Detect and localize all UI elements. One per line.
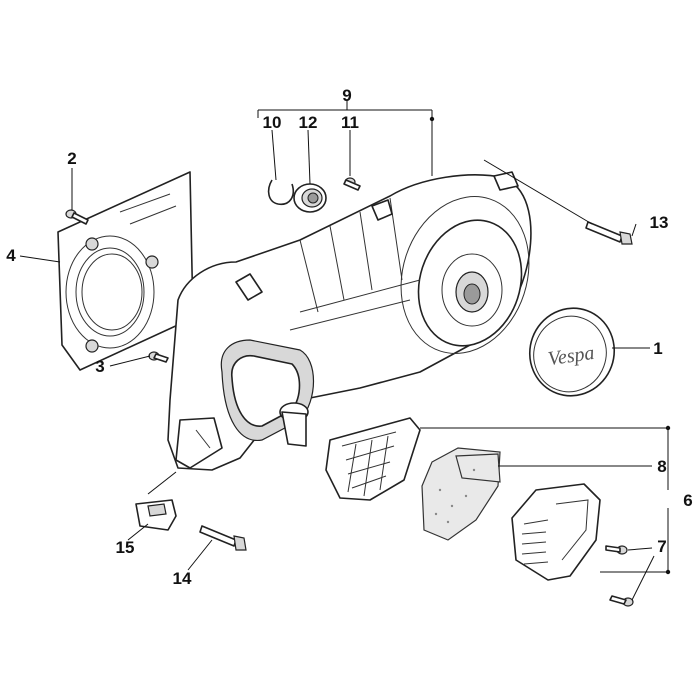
callout-12: 12 — [299, 113, 318, 132]
screw-part-3 — [148, 351, 169, 363]
foam-filter-part-8 — [421, 447, 501, 541]
callout-13: 13 — [650, 213, 669, 232]
callout-14: 14 — [173, 569, 192, 588]
filter-cap-part-6 — [511, 483, 601, 581]
bolt-part-13 — [585, 221, 633, 245]
callout-3: 3 — [95, 357, 104, 376]
screw-part-7-lower — [609, 595, 634, 607]
circlip-part-10 — [267, 179, 294, 206]
callout-2: 2 — [67, 149, 76, 168]
bearing-part-12 — [293, 183, 327, 213]
clip-part-15 — [135, 499, 177, 531]
logo-cap-part-1: Vespa — [528, 307, 616, 397]
callout-6: 6 — [683, 491, 692, 510]
filter-housing-part-6 — [325, 417, 421, 501]
callout-10: 10 — [263, 113, 282, 132]
callout-11: 11 — [341, 113, 359, 132]
leader-lines — [19, 100, 671, 601]
screw-part-7-upper — [605, 545, 628, 555]
pin-part-11 — [343, 177, 361, 191]
transmission-cover-part-9 — [167, 171, 532, 471]
bolt-part-14 — [199, 525, 247, 551]
callout-15: 15 — [116, 538, 135, 557]
screw-part-2 — [65, 209, 89, 225]
callout-9: 9 — [342, 86, 351, 105]
gasket-plate-part-4 — [57, 171, 194, 371]
callout-7: 7 — [657, 537, 666, 556]
callout-1: 1 — [653, 339, 662, 358]
callout-8: 8 — [657, 457, 666, 476]
callout-4: 4 — [6, 246, 16, 265]
callout-labels: 9 10 12 11 2 4 3 13 1 8 6 7 15 14 — [6, 86, 692, 588]
